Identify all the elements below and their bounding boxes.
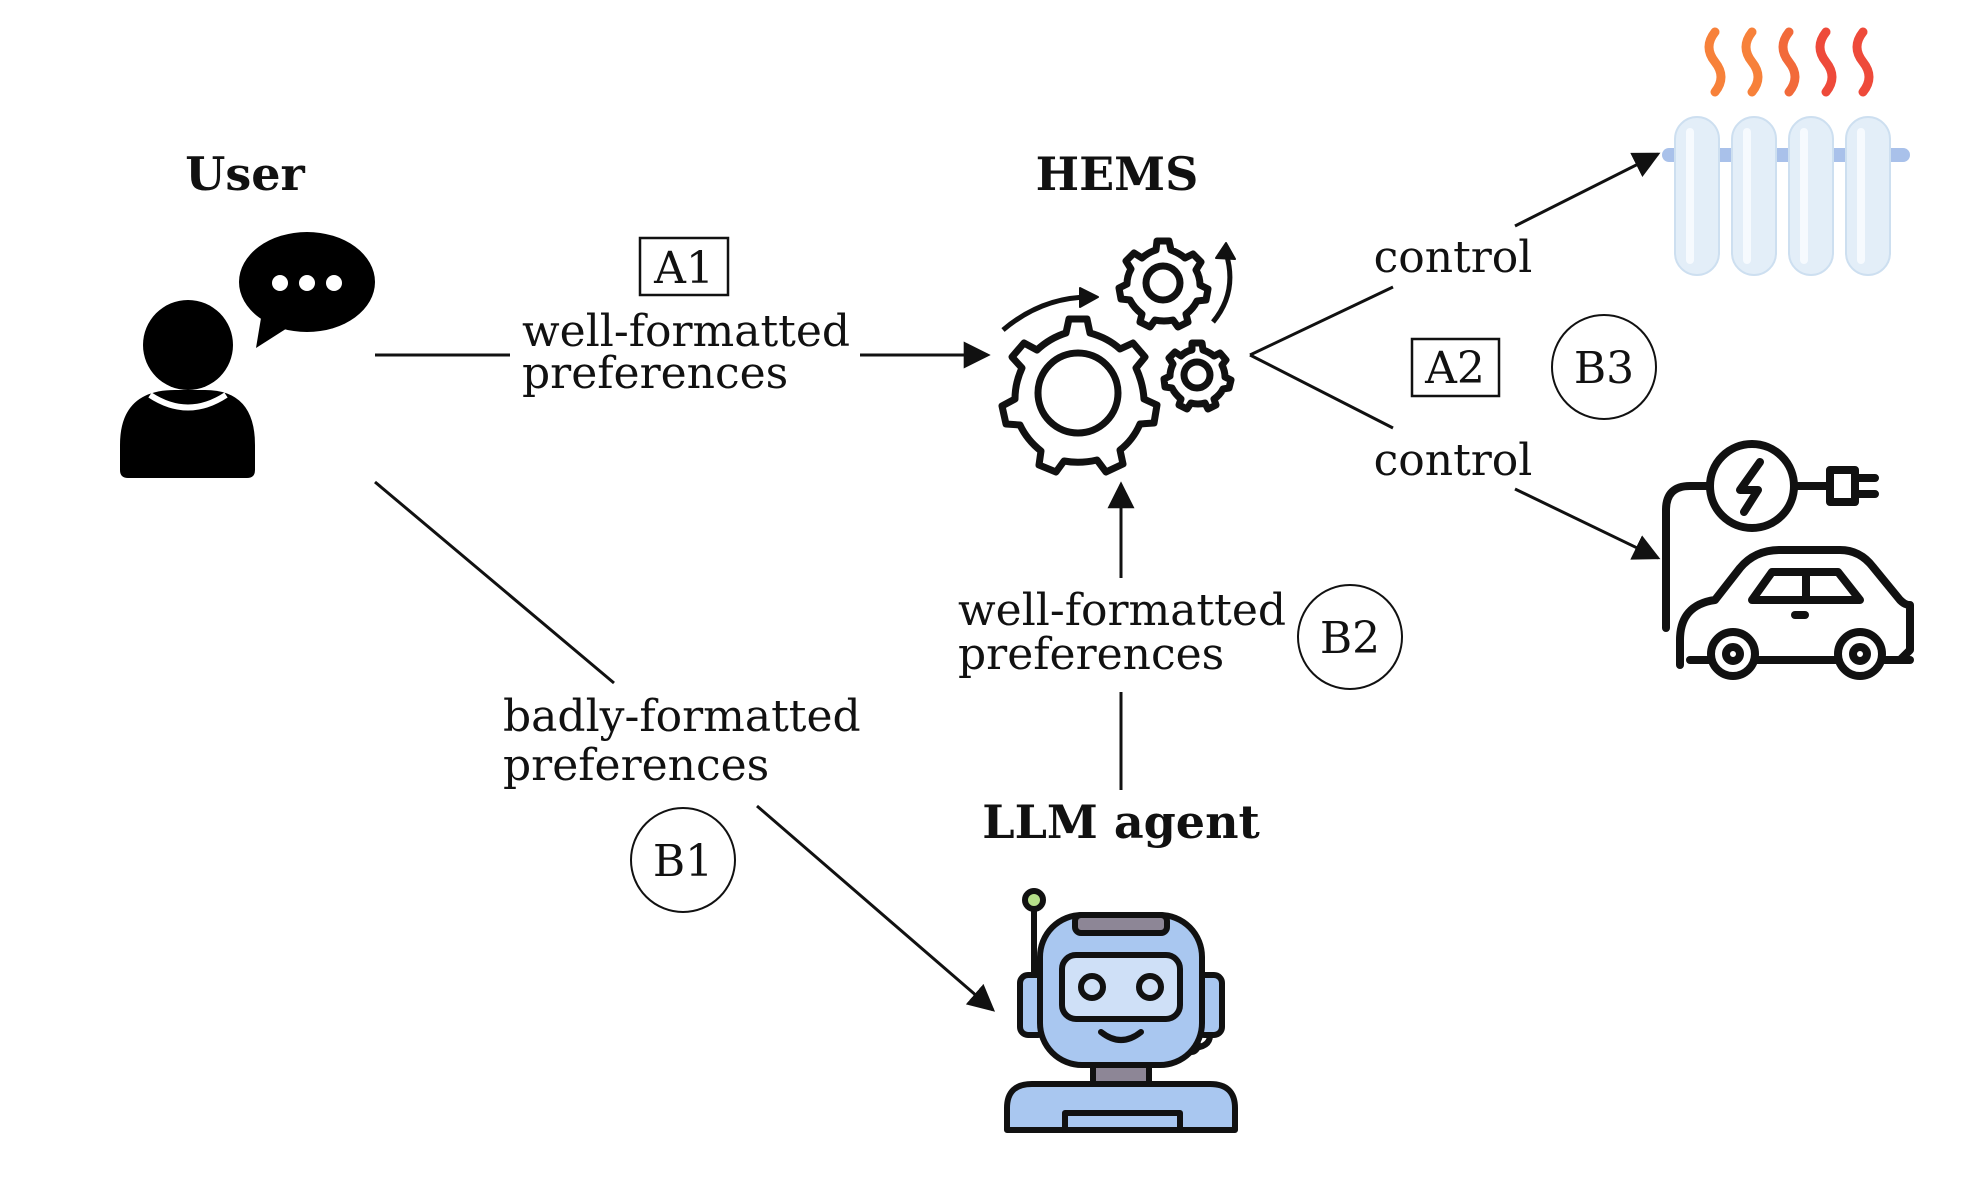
tag-a1-box [638, 236, 730, 297]
tag-a2-label: A2 [1424, 343, 1485, 394]
tag-a2-box [1410, 337, 1501, 398]
edge-hems-radiator-line [1249, 285, 1394, 357]
tag-b3-label: B3 [1574, 343, 1634, 394]
edge-user-hems-label-line1: well-formatted [522, 306, 850, 357]
edge-hems-radiator-label: control [1374, 232, 1533, 283]
gears-icon [998, 237, 1236, 476]
edge-hems-radiator-arrow [1514, 152, 1661, 228]
edge-llm-hems-label-line2: preferences [958, 629, 1224, 680]
user-speech-bubble-icon [120, 232, 375, 478]
radiator-icon [1662, 27, 1910, 276]
user-title: User [185, 147, 305, 201]
edge-hems-ev-line [1249, 353, 1394, 430]
tag-b1-circle [630, 807, 736, 913]
edge-user-llm-label-line1: badly-formatted [503, 691, 861, 742]
tag-b2-circle [1297, 584, 1403, 690]
edge-user-llm-arrow [756, 804, 996, 1012]
ev-charger-car-icon [1662, 440, 1914, 680]
edge-hems-ev-arrow [1514, 487, 1661, 560]
hems-title: HEMS [1036, 147, 1199, 201]
edge-user-llm-label-line2: preferences [503, 740, 769, 791]
robot-icon [1004, 888, 1238, 1133]
llm-title: LLM agent [982, 795, 1260, 849]
edge-user-hems-label-line2: preferences [522, 348, 788, 399]
tag-a1-label: A1 [653, 243, 714, 294]
edge-llm-hems-label-line1: well-formatted [958, 585, 1286, 636]
tag-b3-circle [1551, 314, 1657, 420]
tag-b2-label: B2 [1320, 613, 1380, 664]
tag-b1-label: B1 [653, 836, 713, 887]
edge-user-llm-line [374, 480, 615, 685]
edge-hems-ev-label: control [1374, 435, 1533, 486]
